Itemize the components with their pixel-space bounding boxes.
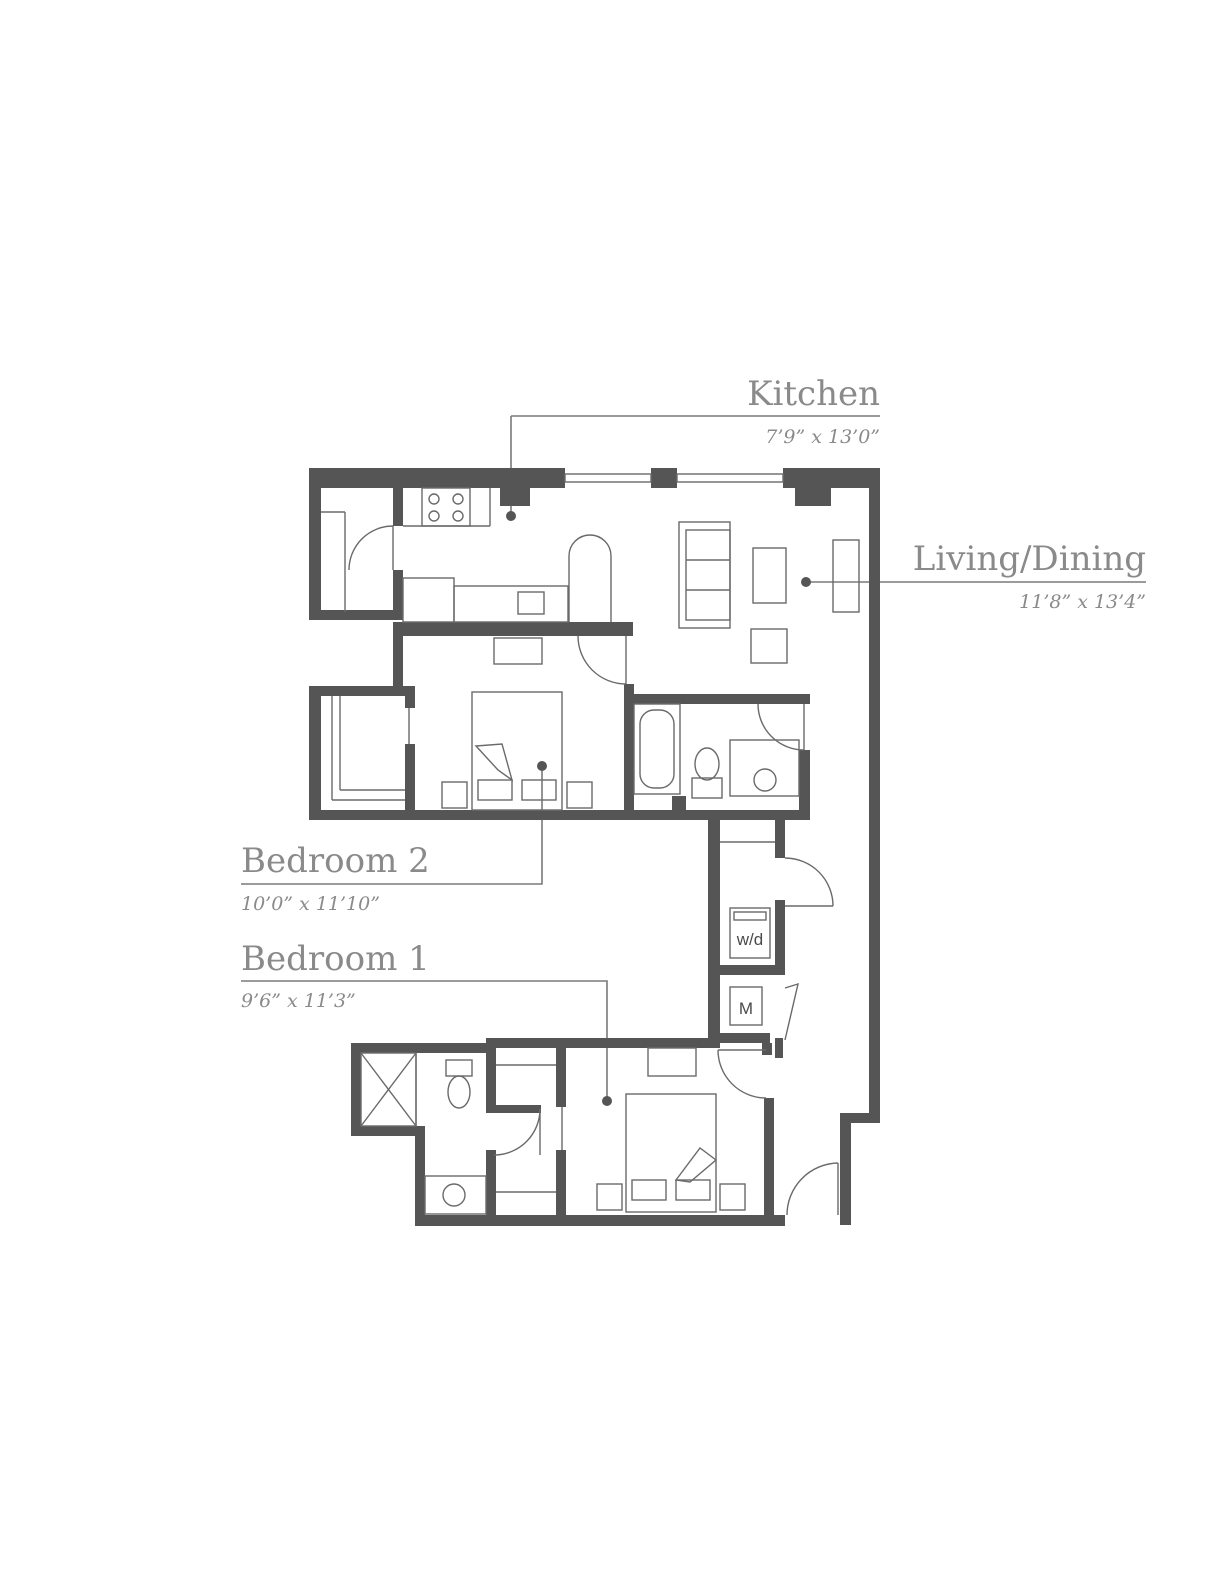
walls [309,468,880,1226]
bed-icon [471,691,563,811]
nightstand-right-icon [566,781,593,809]
coffee-table-icon [752,547,787,604]
kitchen-dims: 7’9” x 13’0” [765,426,880,448]
living-marker [801,577,811,587]
kitchen-name: Kitchen [747,374,880,414]
bedroom1-name: Bedroom 1 [241,939,430,979]
kitchen-fixtures [321,487,612,623]
fridge-icon [402,577,455,623]
toilet-icon [691,777,723,799]
bath2-fixtures [360,1052,563,1215]
living-name: Living/Dining [913,539,1146,579]
armchair-icon [750,628,788,664]
bedroom2-name: Bedroom 2 [241,841,430,881]
living-fixtures [577,521,860,685]
bedroom1-dims: 9’6” x 11’3” [241,990,356,1012]
bedroom2-fixtures [331,637,593,811]
bedroom2-dims: 10’0” x 11’10” [241,893,380,915]
bedroom1-leader [241,980,608,1101]
range-icon [421,487,471,527]
nightstand-left-icon [441,781,468,809]
bedroom1-label: Bedroom 1 9’6” x 11’3” [241,939,612,1106]
toilet-2-icon [445,1059,473,1077]
bedroom1-marker [602,1096,612,1106]
vanity-icon [729,739,800,797]
bed-2-icon [625,1093,717,1213]
entry-door [786,1162,839,1216]
nightstand-3-icon [596,1183,623,1211]
kitchen-label: Kitchen 7’9” x 13’0” [506,374,880,521]
dresser-icon [647,1047,697,1077]
kitchen-marker [506,511,516,521]
kitchen-sink-icon [517,591,545,615]
desk-icon [493,637,543,665]
mechanical-label: M [739,999,753,1018]
living-dims: 11’8” x 13’4” [1019,591,1146,613]
bedroom2-label: Bedroom 2 10’0” x 11’10” [241,761,547,915]
bathtub-icon [633,703,681,795]
washer-dryer-label: w/d [736,930,763,949]
counter-icon [453,585,569,623]
tv-console-icon [832,539,860,613]
mechanical-icon [729,986,763,1026]
washer-dryer-icon [729,907,771,959]
nightstand-4-icon [719,1183,746,1211]
island-icon [568,534,612,622]
living-label: Living/Dining 11’8” x 13’4” [801,539,1146,613]
bedroom1-fixtures [596,1047,767,1213]
laundry-area: w/d M [720,841,834,1041]
bedroom2-marker [537,761,547,771]
bath1-fixtures [633,703,805,799]
vanity-2-icon [424,1175,487,1215]
bedroom2-leader [241,766,543,885]
